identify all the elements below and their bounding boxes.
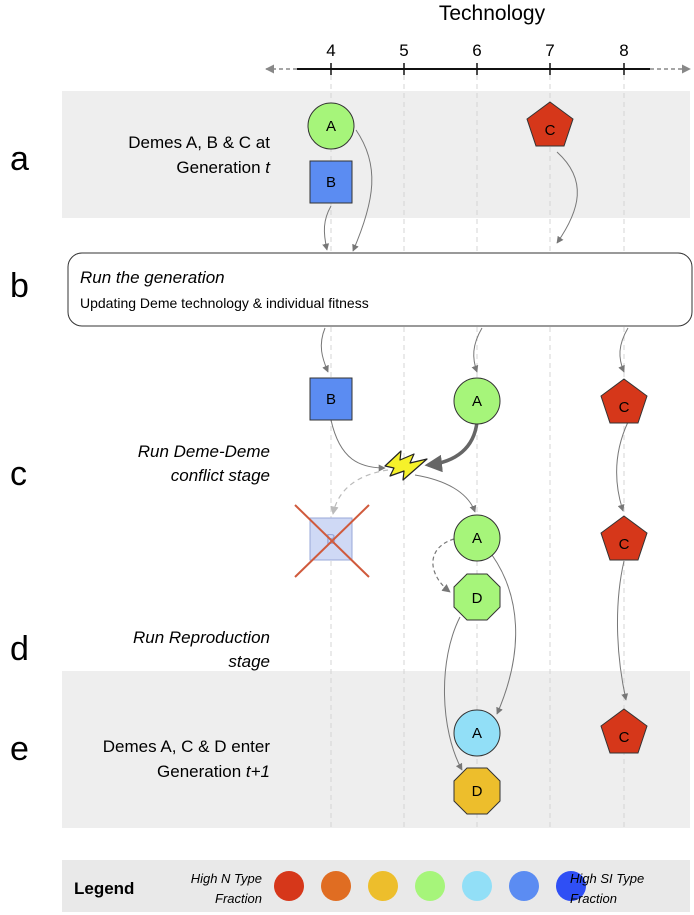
deme-node-a-row-c2: A [453,514,501,562]
deme-node-c-row-c: C [600,378,648,424]
row-c-desc-line2: conflict stage [171,466,270,485]
deme-node-d-row-e: D [453,767,501,815]
run-generation-box [67,252,693,327]
svg-text:C: C [619,399,630,416]
lightning-icon [384,450,428,481]
svg-text:D: D [472,590,483,607]
legend-right-line1: High SI Type [570,871,644,886]
legend-swatch-2 [321,871,351,901]
legend-swatch-4 [415,871,445,901]
band-row-e [62,671,690,828]
row-d-desc-line1: Run Reproduction [133,628,270,647]
arrow-conflict-to-a [414,474,477,513]
svg-text:B: B [326,174,336,191]
arrows-a-to-b [322,129,578,252]
svg-text:C: C [545,122,556,139]
svg-text:A: A [472,725,482,742]
deme-node-d-row-d: D [453,573,501,621]
svg-text:C: C [619,536,630,553]
legend-left-line1: High N Type [191,871,262,886]
arrow-c2-to-e [617,560,629,701]
legend-swatch-5 [462,871,492,901]
row-letter-a: a [10,140,29,178]
deme-node-c-row-e: C [600,708,648,754]
deme-node-a-row-a: A [307,102,355,150]
arrows-b-to-c [320,327,629,373]
row-e-desc-line1: Demes A, C & D enter [103,737,271,756]
row-letter-e: e [10,730,29,768]
row-d-desc-line2: stage [228,652,270,671]
run-generation-title: Run the generation [80,268,225,287]
band-row-a [62,91,690,218]
tick-label-6: 6 [472,41,481,60]
arrow-a-to-e [491,554,517,715]
deme-node-b-row-c: B [309,377,353,421]
row-letter-c: c [10,455,27,493]
row-a-desc-line1: Demes A, B & C at [128,133,270,152]
tick-label-8: 8 [619,41,628,60]
deme-node-a-row-c: A [453,377,501,425]
arrow-c-to-c2 [616,421,629,512]
tick-label-4: 4 [326,41,335,60]
row-a-desc-line2: Generation t [176,158,271,177]
deme-node-b-eliminated: B [294,504,370,578]
tick-label-7: 7 [545,41,554,60]
svg-text:A: A [472,530,482,547]
legend-swatches [274,871,586,901]
legend-swatch-7 [556,871,586,901]
arrow-a-spawn-d [432,538,455,593]
deme-node-c-row-a: C [526,101,574,147]
legend-left-line2: Fraction [215,891,262,906]
svg-text:D: D [472,783,483,800]
svg-text:A: A [326,118,336,135]
legend-swatch-3 [368,871,398,901]
arrow-a-to-conflict [424,421,479,473]
deme-node-c-row-c2: C [600,515,648,561]
arrow-b-to-conflict [330,419,386,472]
svg-text:C: C [619,729,630,746]
arrow-conflict-to-b-dead [330,469,389,515]
svg-text:B: B [326,391,336,408]
row-letter-b: b [10,267,29,305]
row-letter-d: d [10,630,29,668]
deme-node-b-row-a: B [309,160,353,204]
axis-title: Technology [439,2,546,25]
run-generation-subtitle: Updating Deme technology & individual fi… [80,295,369,311]
legend-right-line2: Fraction [570,891,617,906]
row-c-desc-line1: Run Deme-Deme [138,442,270,461]
row-e-desc-line2: Generation t+1 [157,762,270,781]
svg-text:A: A [472,393,482,410]
legend-swatch-1 [274,871,304,901]
legend-swatch-6 [509,871,539,901]
arrow-d-to-e [443,616,463,771]
deme-node-a-row-e: A [453,709,501,757]
legend-title: Legend [74,879,134,898]
axis [265,63,691,75]
tick-label-5: 5 [399,41,408,60]
